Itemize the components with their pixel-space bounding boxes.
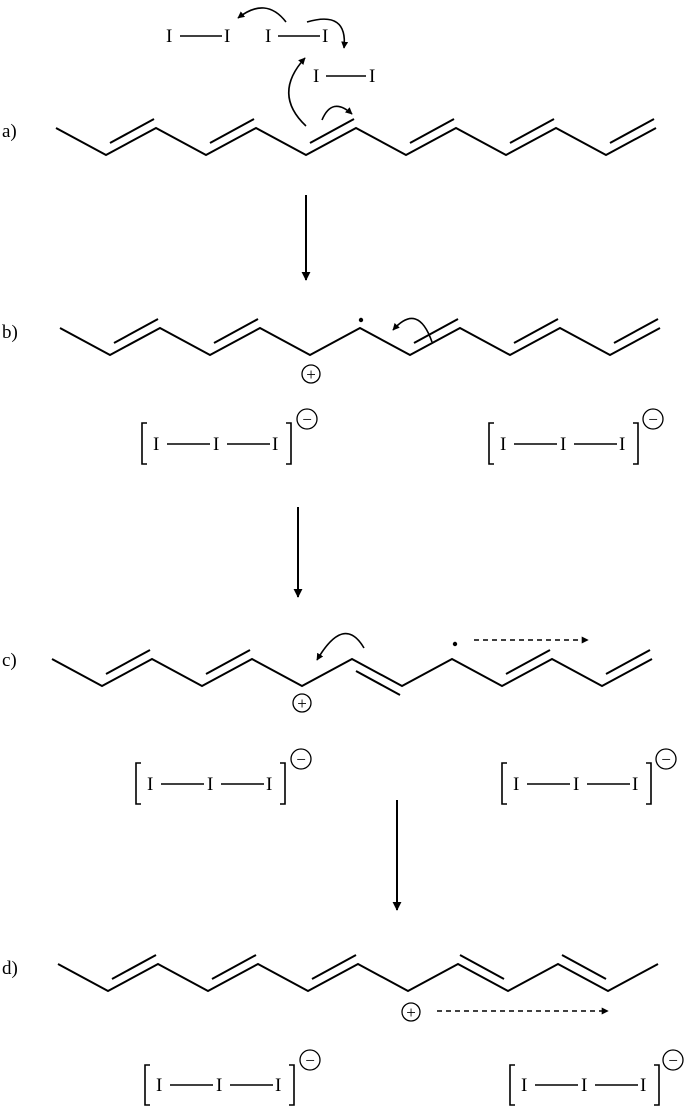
iodine-atom: I [500,434,506,455]
negative-charge: − [296,750,306,769]
iodine-atom: I [573,774,579,795]
iodine-atom: I [521,1075,527,1096]
iodine-atom: I [224,26,230,47]
triiodide-b-left: I I I − [141,408,318,465]
iodine-atom: I [581,1075,587,1096]
polyene-chain-d [57,954,659,993]
iodine-atom: I [265,26,271,47]
step-label-b: b) [2,322,18,343]
iodine-atom: I [266,774,272,795]
step-c: c) + I I I − I [2,632,677,805]
iodine-atom: I [275,1075,281,1096]
iodine-molecule-1: I I [166,26,230,47]
negative-charge: − [302,410,312,429]
triiodide-d-left: I I I − [144,1049,321,1106]
iodine-atom: I [369,66,375,87]
step-a: a) I I I I I I [2,7,657,157]
curly-arrow [321,105,353,121]
polyene-chain-a [55,118,657,157]
carbocation-b: + [301,364,321,384]
positive-charge: + [406,1003,416,1022]
iodine-atom: I [632,774,638,795]
negative-charge: − [648,410,658,429]
step-label-a: a) [2,121,17,142]
negative-charge: − [668,1051,678,1070]
iodine-atom: I [640,1075,646,1096]
iodine-atom: I [313,66,319,87]
step-label-c: c) [2,650,17,671]
polyene-chain-b [59,318,661,357]
iodine-atom: I [147,774,153,795]
polyene-chain-c [51,649,653,696]
curly-arrow [237,7,287,23]
curly-arrow [306,18,349,49]
carbocation-c: + [292,693,312,713]
iodine-atom: I [513,774,519,795]
curly-arrow [316,632,365,661]
triiodide-b-right: I I I − [488,408,664,465]
triiodide-c-left: I I I − [135,748,312,805]
iodine-atom: I [166,26,172,47]
iodine-atom: I [153,434,159,455]
step-b: b) + I I I − I [2,317,664,465]
iodine-atom: I [156,1075,162,1096]
negative-charge: − [305,1051,315,1070]
negative-charge: − [661,750,671,769]
iodine-atom: I [560,434,566,455]
triiodide-d-right: I I I − [509,1049,684,1106]
iodine-molecule-3: I I [313,66,375,87]
iodine-atom: I [322,26,328,47]
iodine-atom: I [207,774,213,795]
positive-charge: + [306,365,316,384]
positive-charge: + [297,694,307,713]
step-label-d: d) [2,958,18,979]
iodine-atom: I [272,434,278,455]
iodine-atom: I [619,434,625,455]
step-d: d) + I I I − I I [2,954,684,1106]
triiodide-c-right: I I I − [501,748,677,805]
iodine-atom: I [213,434,219,455]
iodine-atom: I [216,1075,222,1096]
carbocation-d: + [401,1002,421,1022]
iodine-molecule-2: I I [265,26,328,47]
radical-dot [358,317,364,323]
curly-arrow [392,317,433,343]
curly-arrow [287,57,307,127]
radical-dot [452,641,458,647]
